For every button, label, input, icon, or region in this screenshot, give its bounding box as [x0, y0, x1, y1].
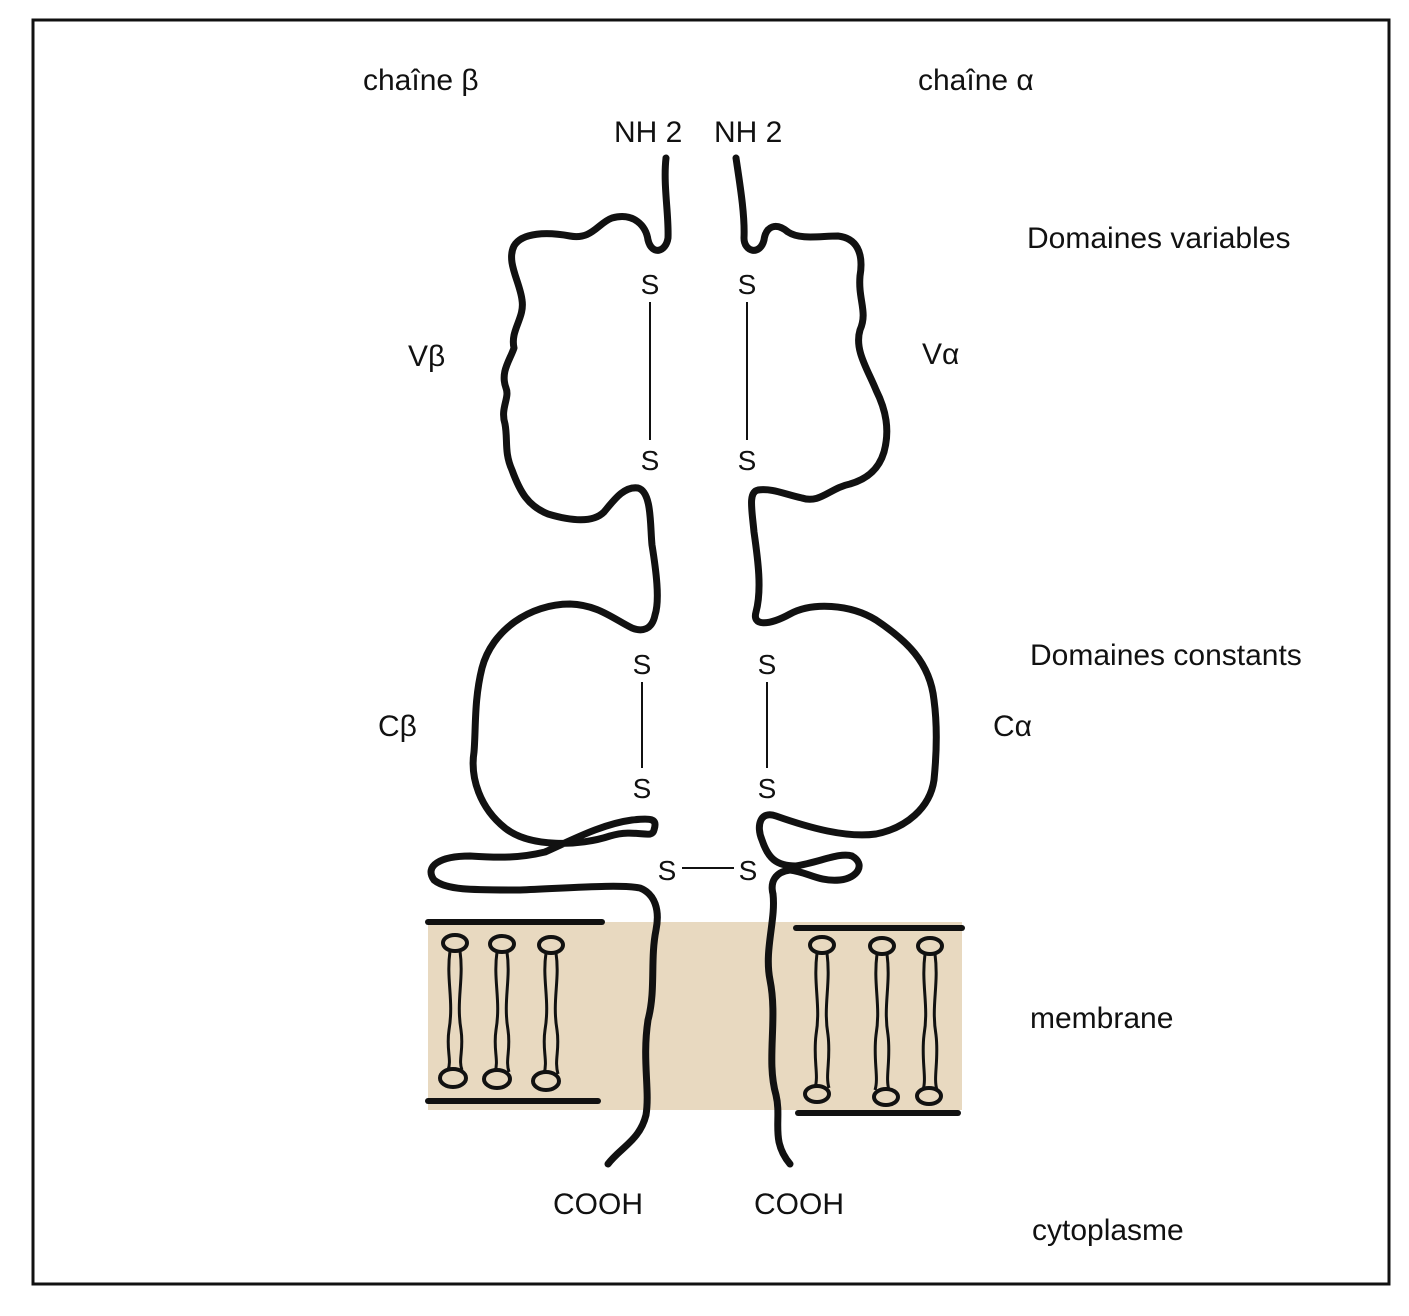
constant-domains-label: Domaines constants	[1030, 639, 1302, 672]
cooh-alpha-label: COOH	[754, 1188, 844, 1221]
alpha-chain	[732, 154, 940, 1168]
sulfur-label: S	[641, 269, 660, 300]
sulfur-label: S	[633, 773, 652, 804]
sulfur-label: S	[633, 649, 652, 680]
cytoplasm-label: cytoplasme	[1032, 1214, 1184, 1247]
nh2-alpha-label: NH 2	[714, 116, 782, 149]
sulfur-label: S	[758, 649, 777, 680]
v-alpha-label: Vα	[922, 338, 959, 371]
v-beta-label: Vβ	[408, 340, 445, 373]
phospholipid	[531, 935, 565, 1092]
sulfur-label: S	[658, 855, 677, 886]
chain-beta-title: chaîne β	[363, 64, 479, 97]
phospholipid	[803, 935, 836, 1104]
sulfur-label: S	[738, 269, 757, 300]
sulfur-label: S	[739, 855, 758, 886]
c-beta-label: Cβ	[378, 710, 417, 743]
c-alpha-label: Cα	[993, 710, 1032, 743]
phospholipid	[438, 933, 469, 1089]
phospholipid	[482, 934, 516, 1090]
sulfur-label: S	[758, 773, 777, 804]
beta-chain	[427, 154, 672, 1168]
membrane-label: membrane	[1030, 1002, 1173, 1035]
sulfur-label: S	[738, 445, 757, 476]
cooh-beta-label: COOH	[553, 1188, 643, 1221]
cell-membrane	[425, 919, 965, 1116]
phospholipid	[868, 936, 900, 1107]
sulfur-label: S	[641, 445, 660, 476]
variable-domains-label: Domaines variables	[1027, 222, 1290, 255]
chain-alpha-title: chaîne α	[918, 64, 1034, 97]
phospholipid	[915, 936, 944, 1106]
nh2-beta-label: NH 2	[614, 116, 682, 149]
